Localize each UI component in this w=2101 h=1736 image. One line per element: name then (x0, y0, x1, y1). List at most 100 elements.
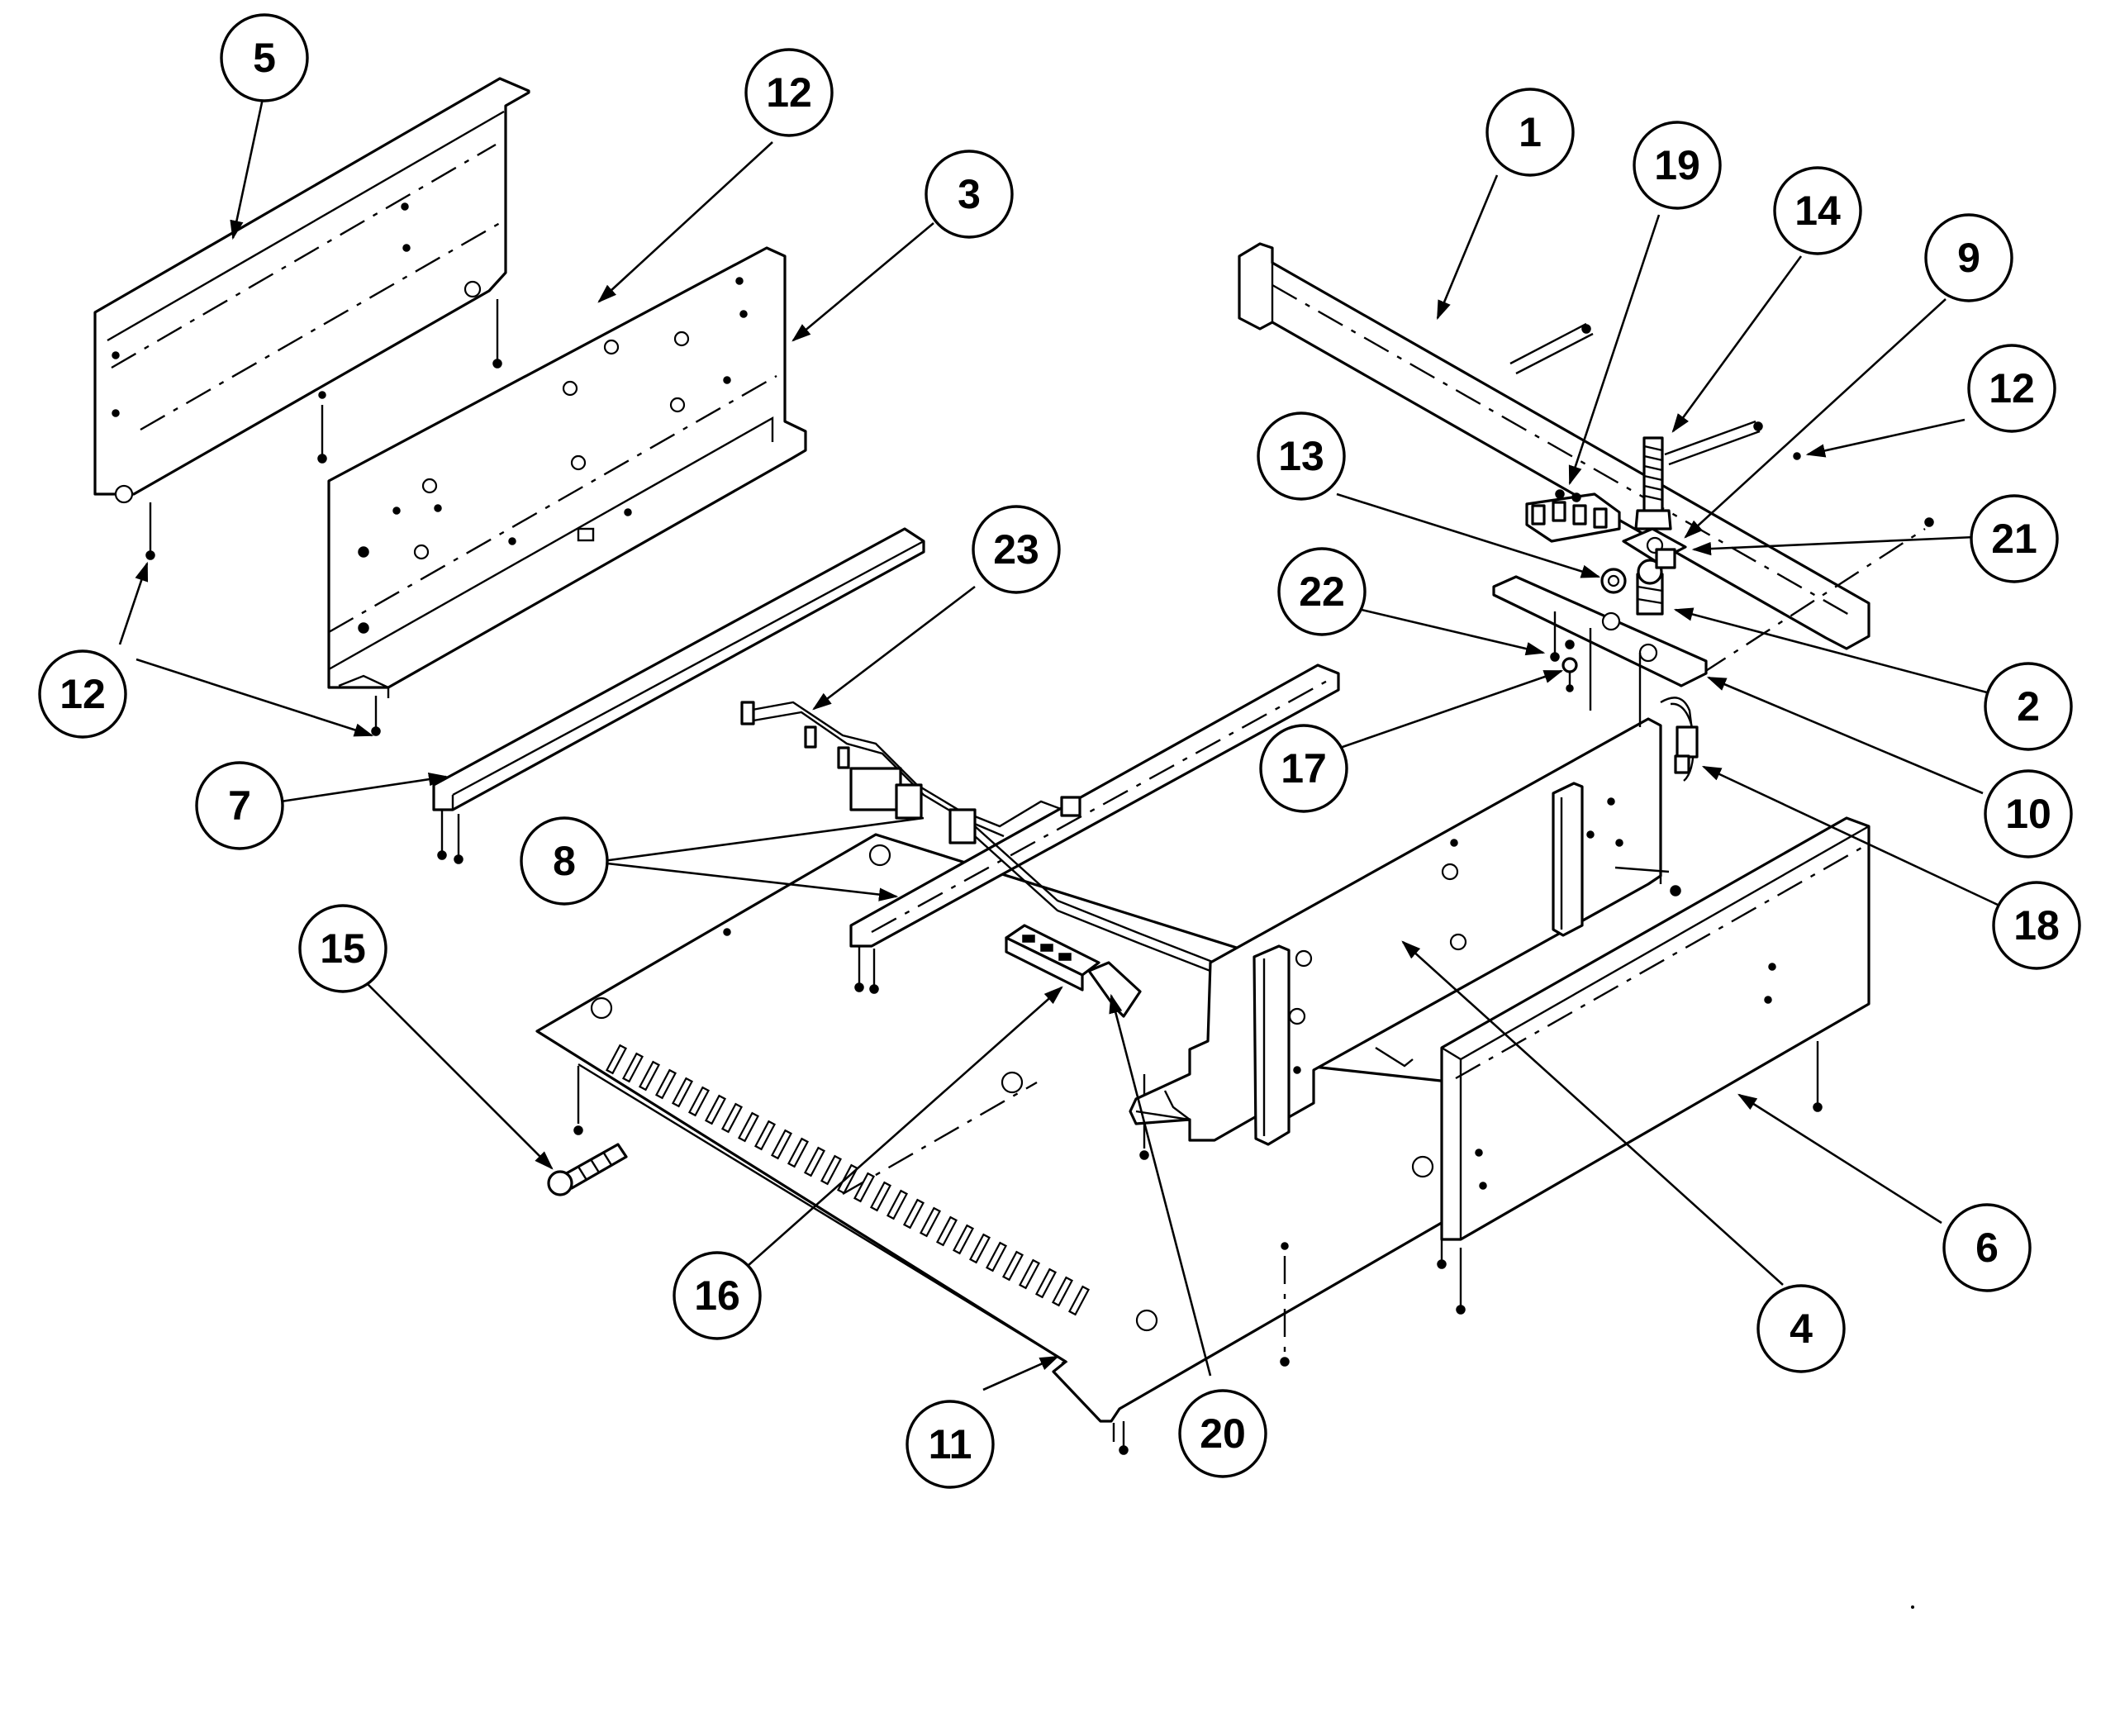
callout-10: 10 (1984, 769, 2073, 858)
svg-text:17: 17 (1281, 745, 1327, 792)
leader-1 (1436, 174, 1499, 321)
callout-7: 7 (195, 761, 284, 850)
leader-12-left (118, 561, 149, 645)
svg-text:8: 8 (553, 838, 576, 884)
callout-3: 3 (925, 150, 1014, 239)
leader-14 (1671, 255, 1803, 433)
svg-text:6: 6 (1975, 1225, 1999, 1271)
vent-slots (605, 1044, 1091, 1316)
leader-12-top (597, 141, 773, 303)
svg-text:18: 18 (2013, 902, 2060, 949)
callout-16: 16 (673, 1251, 762, 1340)
leader-9 (1684, 298, 1947, 539)
leader-19 (1568, 214, 1661, 486)
leader-22 (1361, 608, 1546, 656)
callouts: 5 12 3 12 7 23 8 15 (38, 13, 2081, 1489)
leader-3 (791, 222, 934, 342)
callout-6: 6 (1942, 1203, 2032, 1292)
svg-text:7: 7 (228, 782, 251, 829)
svg-text:12: 12 (1989, 365, 2035, 411)
callout-12-left: 12 (38, 649, 127, 739)
callout-9: 9 (1924, 213, 2013, 302)
part-3-left-inner-panel (327, 246, 807, 736)
part-5-left-back-panel (93, 77, 530, 560)
leader-12-right (1805, 418, 1966, 458)
leader-16 (747, 986, 1063, 1267)
svg-text:21: 21 (1991, 516, 2037, 562)
callout-21: 21 (1970, 494, 2059, 583)
callout-23: 23 (972, 505, 1061, 594)
leader-15 (364, 981, 554, 1170)
part-2-terminal-nut (1636, 559, 1664, 616)
svg-text:1: 1 (1519, 109, 1542, 155)
svg-text:11: 11 (929, 1421, 972, 1467)
svg-text:5: 5 (253, 35, 276, 81)
callout-4: 4 (1756, 1284, 1846, 1373)
leader-2 (1673, 607, 1988, 694)
callout-12-top: 12 (744, 48, 834, 137)
part-13-nut (1600, 568, 1627, 594)
leader-8b (602, 816, 925, 863)
callout-18: 18 (1992, 881, 2081, 970)
callout-12-right: 12 (1967, 344, 2056, 433)
leader-10 (1706, 676, 1984, 795)
part-8-center-rail (849, 663, 1340, 994)
callout-19: 19 (1633, 121, 1722, 210)
callout-11: 11 (906, 1400, 995, 1489)
part-15-bolt (547, 1143, 628, 1196)
callout-17: 17 (1259, 724, 1348, 813)
svg-text:12: 12 (766, 69, 812, 116)
leader-20 (1109, 993, 1212, 1377)
part-7-left-rail (432, 527, 925, 864)
leader-13 (1336, 492, 1601, 578)
leader-7 (280, 773, 449, 803)
leader-23 (812, 585, 976, 711)
leader-6 (1737, 1093, 1942, 1225)
part-4-right-inner-panel (1129, 717, 1681, 1146)
part-6-right-back-panel (1440, 816, 1870, 1315)
svg-text:14: 14 (1794, 188, 1841, 234)
svg-text:19: 19 (1654, 142, 1700, 188)
svg-text:15: 15 (320, 925, 366, 972)
callout-5: 5 (220, 13, 309, 102)
callout-15: 15 (298, 904, 387, 993)
part-22-screw (1550, 611, 1560, 662)
leader-11 (982, 1355, 1060, 1391)
leader-17 (1339, 669, 1564, 749)
part-19-connector-block (1525, 489, 1621, 543)
svg-text:20: 20 (1200, 1410, 1246, 1457)
svg-text:22: 22 (1299, 568, 1345, 615)
leader-12-left-b (135, 658, 374, 737)
callout-1: 1 (1485, 88, 1575, 177)
callout-2: 2 (1984, 662, 2073, 751)
svg-text:2: 2 (2017, 683, 2040, 730)
callout-13: 13 (1257, 411, 1346, 501)
part-18-cable-tie (1660, 697, 1699, 782)
part-9-contact (1655, 548, 1676, 569)
part-23-wire-harness (740, 701, 1215, 974)
part-14-threaded-stud (1634, 436, 1672, 530)
part-1-upper-right-rail (1238, 242, 1934, 675)
svg-text:4: 4 (1790, 1306, 1813, 1352)
part-17-screw (1561, 628, 1592, 711)
svg-text:3: 3 (958, 171, 981, 217)
leader-21 (1691, 535, 1975, 556)
part-10-mounting-bracket (1492, 575, 1708, 727)
leader-4 (1401, 940, 1784, 1286)
leader-5 (230, 90, 266, 240)
svg-text:23: 23 (993, 526, 1039, 573)
svg-text:10: 10 (2005, 791, 2051, 837)
callout-8: 8 (520, 816, 609, 906)
leader-lines (118, 90, 1999, 1391)
leader-8 (606, 862, 899, 901)
svg-text:16: 16 (694, 1272, 740, 1319)
stray-dot (1911, 1605, 1914, 1609)
callout-14: 14 (1773, 166, 1862, 255)
svg-text:13: 13 (1278, 433, 1324, 479)
svg-text:12: 12 (59, 671, 106, 717)
svg-text:9: 9 (1957, 235, 1980, 281)
callout-22: 22 (1277, 547, 1367, 636)
leader-18 (1701, 765, 1999, 906)
